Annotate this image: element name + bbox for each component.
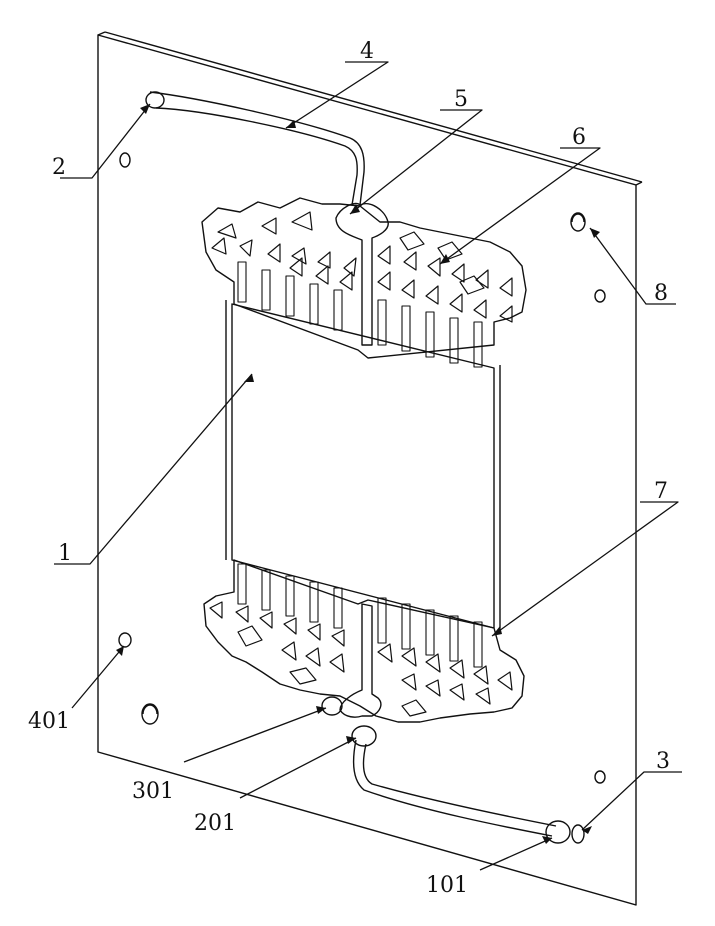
label-201: 201 bbox=[194, 811, 236, 836]
label-8: 8 bbox=[654, 281, 668, 306]
label-1: 1 bbox=[58, 541, 72, 566]
label-5: 5 bbox=[454, 87, 468, 112]
label-6: 6 bbox=[572, 125, 586, 150]
plate bbox=[98, 32, 642, 905]
label-401: 401 bbox=[28, 709, 70, 734]
label-4: 4 bbox=[360, 39, 374, 64]
label-2: 2 bbox=[52, 155, 66, 180]
label-7: 7 bbox=[654, 479, 668, 504]
label-101: 101 bbox=[426, 873, 468, 898]
label-3: 3 bbox=[656, 749, 670, 774]
label-301: 301 bbox=[132, 779, 174, 804]
